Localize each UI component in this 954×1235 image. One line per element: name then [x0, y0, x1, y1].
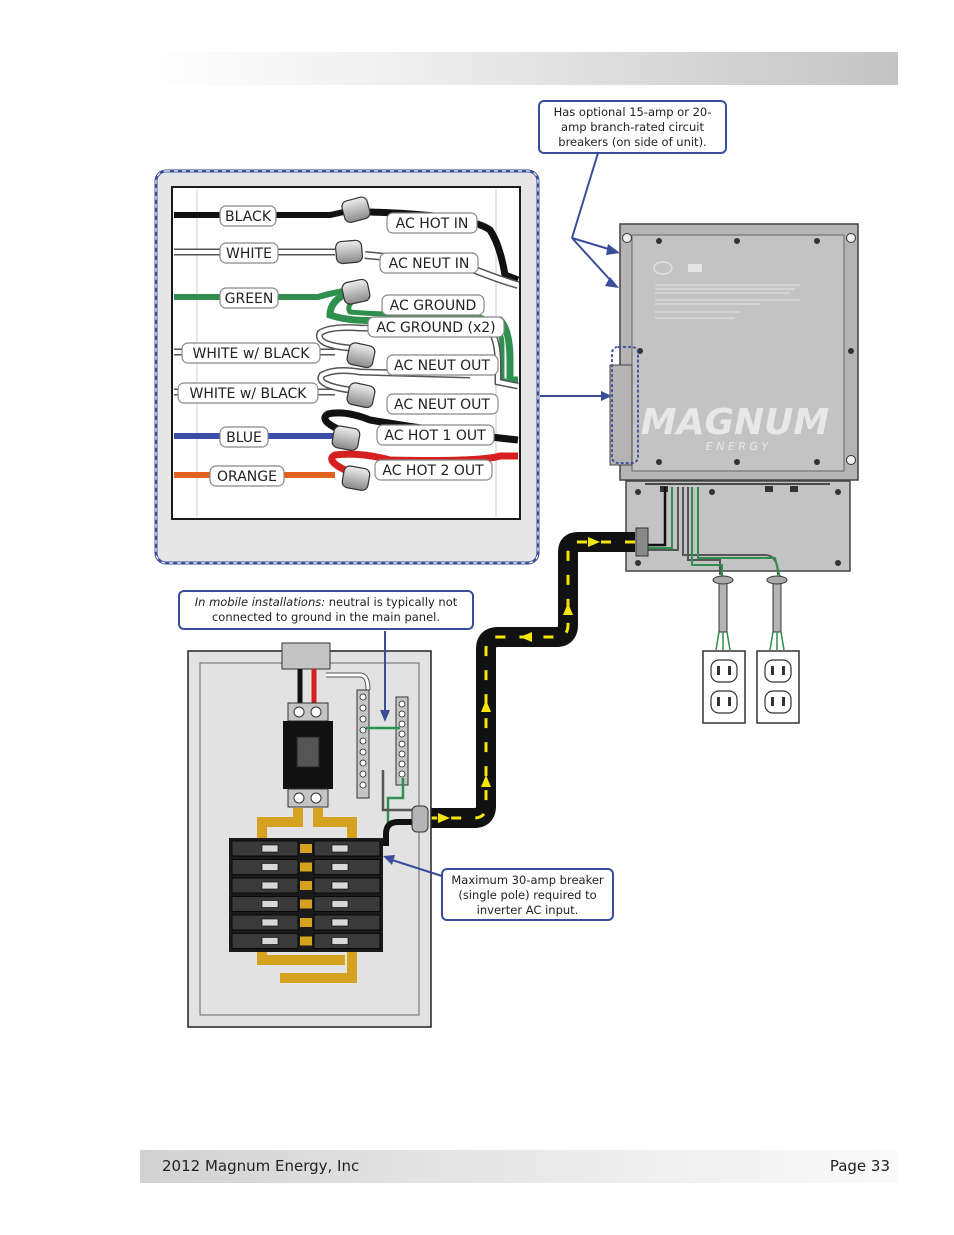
receptacle-outlet-2: [756, 650, 800, 724]
receptacle-feeds: [712, 575, 788, 651]
magnum-logo-sub: E N E R G Y: [706, 440, 770, 453]
svg-text:AC GROUND (x2): AC GROUND (x2): [376, 320, 495, 336]
magnum-logo: MAGNUM: [641, 402, 830, 443]
svg-text:AC NEUT IN: AC NEUT IN: [389, 256, 470, 272]
svg-text:AC GROUND: AC GROUND: [390, 298, 477, 314]
neutral-bar-screw: [359, 781, 367, 789]
neutral-bar-screw: [359, 693, 367, 701]
svg-text:ORANGE: ORANGE: [217, 469, 277, 485]
breaker-handle: [261, 937, 279, 945]
maximum-breaker-note: Maximum 30-amp breaker (single pole) req…: [441, 868, 614, 921]
terminal-label-ac-ground-x2: AC GROUND (x2): [367, 316, 505, 338]
svg-text:AC HOT 2 OUT: AC HOT 2 OUT: [382, 463, 484, 479]
breaker-handle: [261, 881, 279, 890]
bus-stab: [300, 918, 312, 927]
page-number: Page 33: [829, 1157, 890, 1175]
magnum-panel-unit: MAGNUM E N E R G Y: [609, 223, 859, 579]
conduit-run: [415, 532, 635, 828]
neutral-bar-screw: [359, 726, 367, 734]
wire-label-white-black-1: WHITE w/ BLACK: [181, 342, 321, 364]
neutral-bar-screw: [359, 737, 367, 745]
breaker-handle: [331, 937, 349, 945]
svg-text:WHITE w/ BLACK: WHITE w/ BLACK: [190, 386, 308, 402]
terminal-label-ac-hot-1-out: AC HOT 1 OUT: [376, 424, 495, 446]
bus-stab: [300, 936, 312, 946]
branch-breakers: [231, 840, 381, 949]
terminal-label-ac-neut-out-2: AC NEUT OUT: [386, 393, 499, 415]
neutral-bar-screw: [359, 748, 367, 756]
maximum-note-arrow: [383, 855, 443, 877]
ground-bar-screw: [398, 710, 406, 718]
bus-stab: [300, 844, 312, 853]
breaker-note: Has optional 15-amp or 20-amp branch-rat…: [538, 100, 727, 154]
svg-text:BLUE: BLUE: [226, 430, 262, 446]
wire-nuts: [331, 196, 376, 491]
ground-bar-screw: [398, 720, 406, 728]
svg-text:AC NEUT OUT: AC NEUT OUT: [394, 397, 490, 413]
breaker-handle: [261, 844, 279, 853]
wire-label-black: BLACK: [219, 205, 277, 227]
ground-bar-screw: [398, 760, 406, 768]
svg-text:WHITE w/ BLACK: WHITE w/ BLACK: [193, 346, 311, 362]
svg-text:AC HOT IN: AC HOT IN: [396, 216, 469, 232]
svg-text:AC NEUT OUT: AC NEUT OUT: [394, 358, 490, 374]
svg-text:WHITE: WHITE: [226, 246, 272, 262]
main-service-panel: [187, 642, 432, 1028]
breaker-note-arrows: [571, 152, 620, 288]
breaker-handle: [331, 900, 349, 908]
ground-bar-screw: [398, 750, 406, 758]
mobile-note-text: neutral is typically not connected to gr…: [211, 595, 458, 624]
breaker-handle: [331, 881, 349, 890]
neutral-bar-screw: [359, 770, 367, 778]
bus-stab: [300, 881, 312, 890]
ground-bar-screw: [398, 740, 406, 748]
receptacle-outlet-1: [702, 650, 746, 724]
neutral-bar-screw: [359, 759, 367, 767]
wire-label-blue: BLUE: [219, 426, 269, 448]
header-bar: [140, 52, 898, 85]
wire-label-white: WHITE: [219, 242, 279, 264]
mobile-installation-note: In mobile installations: neutral is typi…: [178, 590, 474, 630]
bus-stab: [300, 862, 312, 872]
terminal-label-ac-neut-in: AC NEUT IN: [379, 252, 479, 274]
breaker-handle: [261, 863, 279, 871]
svg-text:AC HOT 1 OUT: AC HOT 1 OUT: [384, 428, 486, 444]
ground-bar-screw: [398, 700, 406, 708]
breaker-handle: [261, 900, 279, 908]
wire-label-orange: ORANGE: [209, 465, 285, 487]
footer-copyright: 2012 Magnum Energy, Inc: [162, 1157, 360, 1175]
neutral-bar-screw: [359, 704, 367, 712]
breaker-handle: [331, 918, 349, 927]
svg-text:GREEN: GREEN: [225, 291, 274, 307]
ground-bar-screw: [398, 730, 406, 738]
bus-bar-screws: [359, 693, 406, 789]
neutral-bar-screw: [359, 715, 367, 723]
wire-label-green: GREEN: [219, 287, 279, 309]
terminal-label-ac-hot-2-out: AC HOT 2 OUT: [374, 459, 493, 481]
terminal-label-ac-hot-in: AC HOT IN: [386, 212, 478, 234]
svg-text:BLACK: BLACK: [225, 209, 272, 225]
inset-pointer-arrow: [540, 391, 612, 401]
terminal-label-ac-ground: AC GROUND: [381, 294, 485, 316]
mobile-note-italic: In mobile installations:: [194, 595, 326, 609]
breaker-handle: [331, 844, 349, 853]
wire-label-white-black-2: WHITE w/ BLACK: [177, 382, 319, 404]
terminal-label-ac-neut-out-1: AC NEUT OUT: [386, 354, 499, 376]
mobile-note-arrow: [380, 631, 390, 722]
wiring-detail-inset: BLACK WHITE GREEN WHITE w/ BLACK WHITE w…: [154, 169, 540, 565]
ground-bar-screw: [398, 770, 406, 778]
breaker-handle: [331, 863, 349, 871]
breaker-handle: [261, 918, 279, 927]
bus-stab: [300, 899, 312, 909]
footer-bar: 2012 Magnum Energy, Inc Page 33: [140, 1150, 898, 1183]
